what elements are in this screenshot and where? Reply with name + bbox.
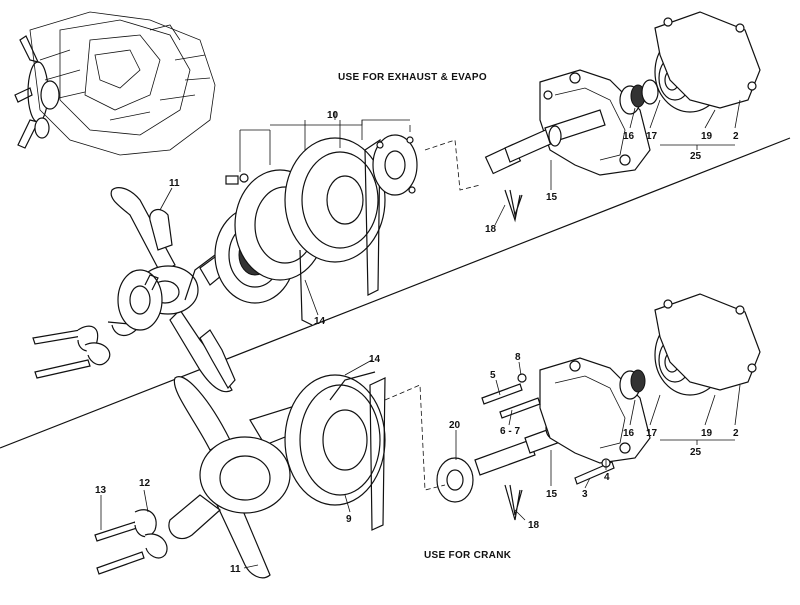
bolts-bottom-right (481, 373, 615, 485)
label-part-4: 4 (604, 472, 610, 483)
caption-exhaust-evapo: USE FOR EXHAUST & EVAPO (338, 72, 487, 83)
label-part-3: 3 (582, 489, 588, 500)
label-part-15-top: 15 (546, 192, 558, 203)
label-part-17-bottom: 17 (646, 428, 658, 439)
label-part-17-top: 17 (646, 131, 658, 142)
label-part-14-bottom: 14 (369, 354, 381, 365)
label-part-9: 9 (346, 514, 352, 525)
label-part-18-top: 18 (485, 224, 497, 235)
label-part-14-top: 14 (314, 316, 326, 327)
label-part-13: 13 (95, 485, 107, 496)
label-part-2-top: 2 (733, 131, 739, 142)
label-part-16-top: 16 (623, 131, 635, 142)
label-part-12: 12 (139, 478, 151, 489)
section-divider-line (0, 137, 791, 449)
leader-lines (100, 99, 741, 569)
fan-blade-assembly-top (107, 187, 259, 393)
label-part-18-bottom: 18 (528, 520, 540, 531)
pulley-9-14-bottom (284, 371, 386, 531)
label-part-15-bottom: 15 (546, 489, 558, 500)
clip-18-bottom (504, 484, 523, 521)
label-part-6-7: 6 - 7 (500, 426, 520, 437)
label-part-11-top: 11 (169, 178, 180, 189)
label-part-11-bottom: 11 (230, 564, 241, 575)
label-part-19-bottom: 19 (701, 428, 713, 439)
label-part-5: 5 (490, 370, 496, 381)
caption-crank: USE FOR CRANK (424, 550, 512, 561)
alignment-dash-bottom (384, 384, 446, 491)
label-part-8: 8 (515, 352, 521, 363)
engine-thumbnail-illustration (14, 11, 216, 156)
hub-flange-20 (436, 457, 474, 503)
label-part-19-top: 19 (701, 131, 713, 142)
label-part-2-bottom: 2 (733, 428, 739, 439)
seal-impeller-bottom (619, 293, 761, 400)
label-part-10: 10 (327, 110, 339, 121)
label-part-25-top: 25 (690, 151, 702, 162)
bolts-left-bottom (94, 509, 168, 575)
label-part-16-bottom: 16 (623, 428, 635, 439)
clip-18-top (504, 189, 523, 223)
small-bolt-top (225, 173, 249, 185)
label-part-20: 20 (449, 420, 461, 431)
alignment-dash-top (424, 139, 481, 191)
seal-impeller-top (619, 11, 761, 115)
label-part-25-bottom: 25 (690, 447, 702, 458)
water-pump-body-top (484, 69, 651, 176)
pulley-10-group (234, 134, 418, 326)
callout-bracket-10 (239, 112, 411, 172)
bolts-left-top (32, 325, 111, 379)
